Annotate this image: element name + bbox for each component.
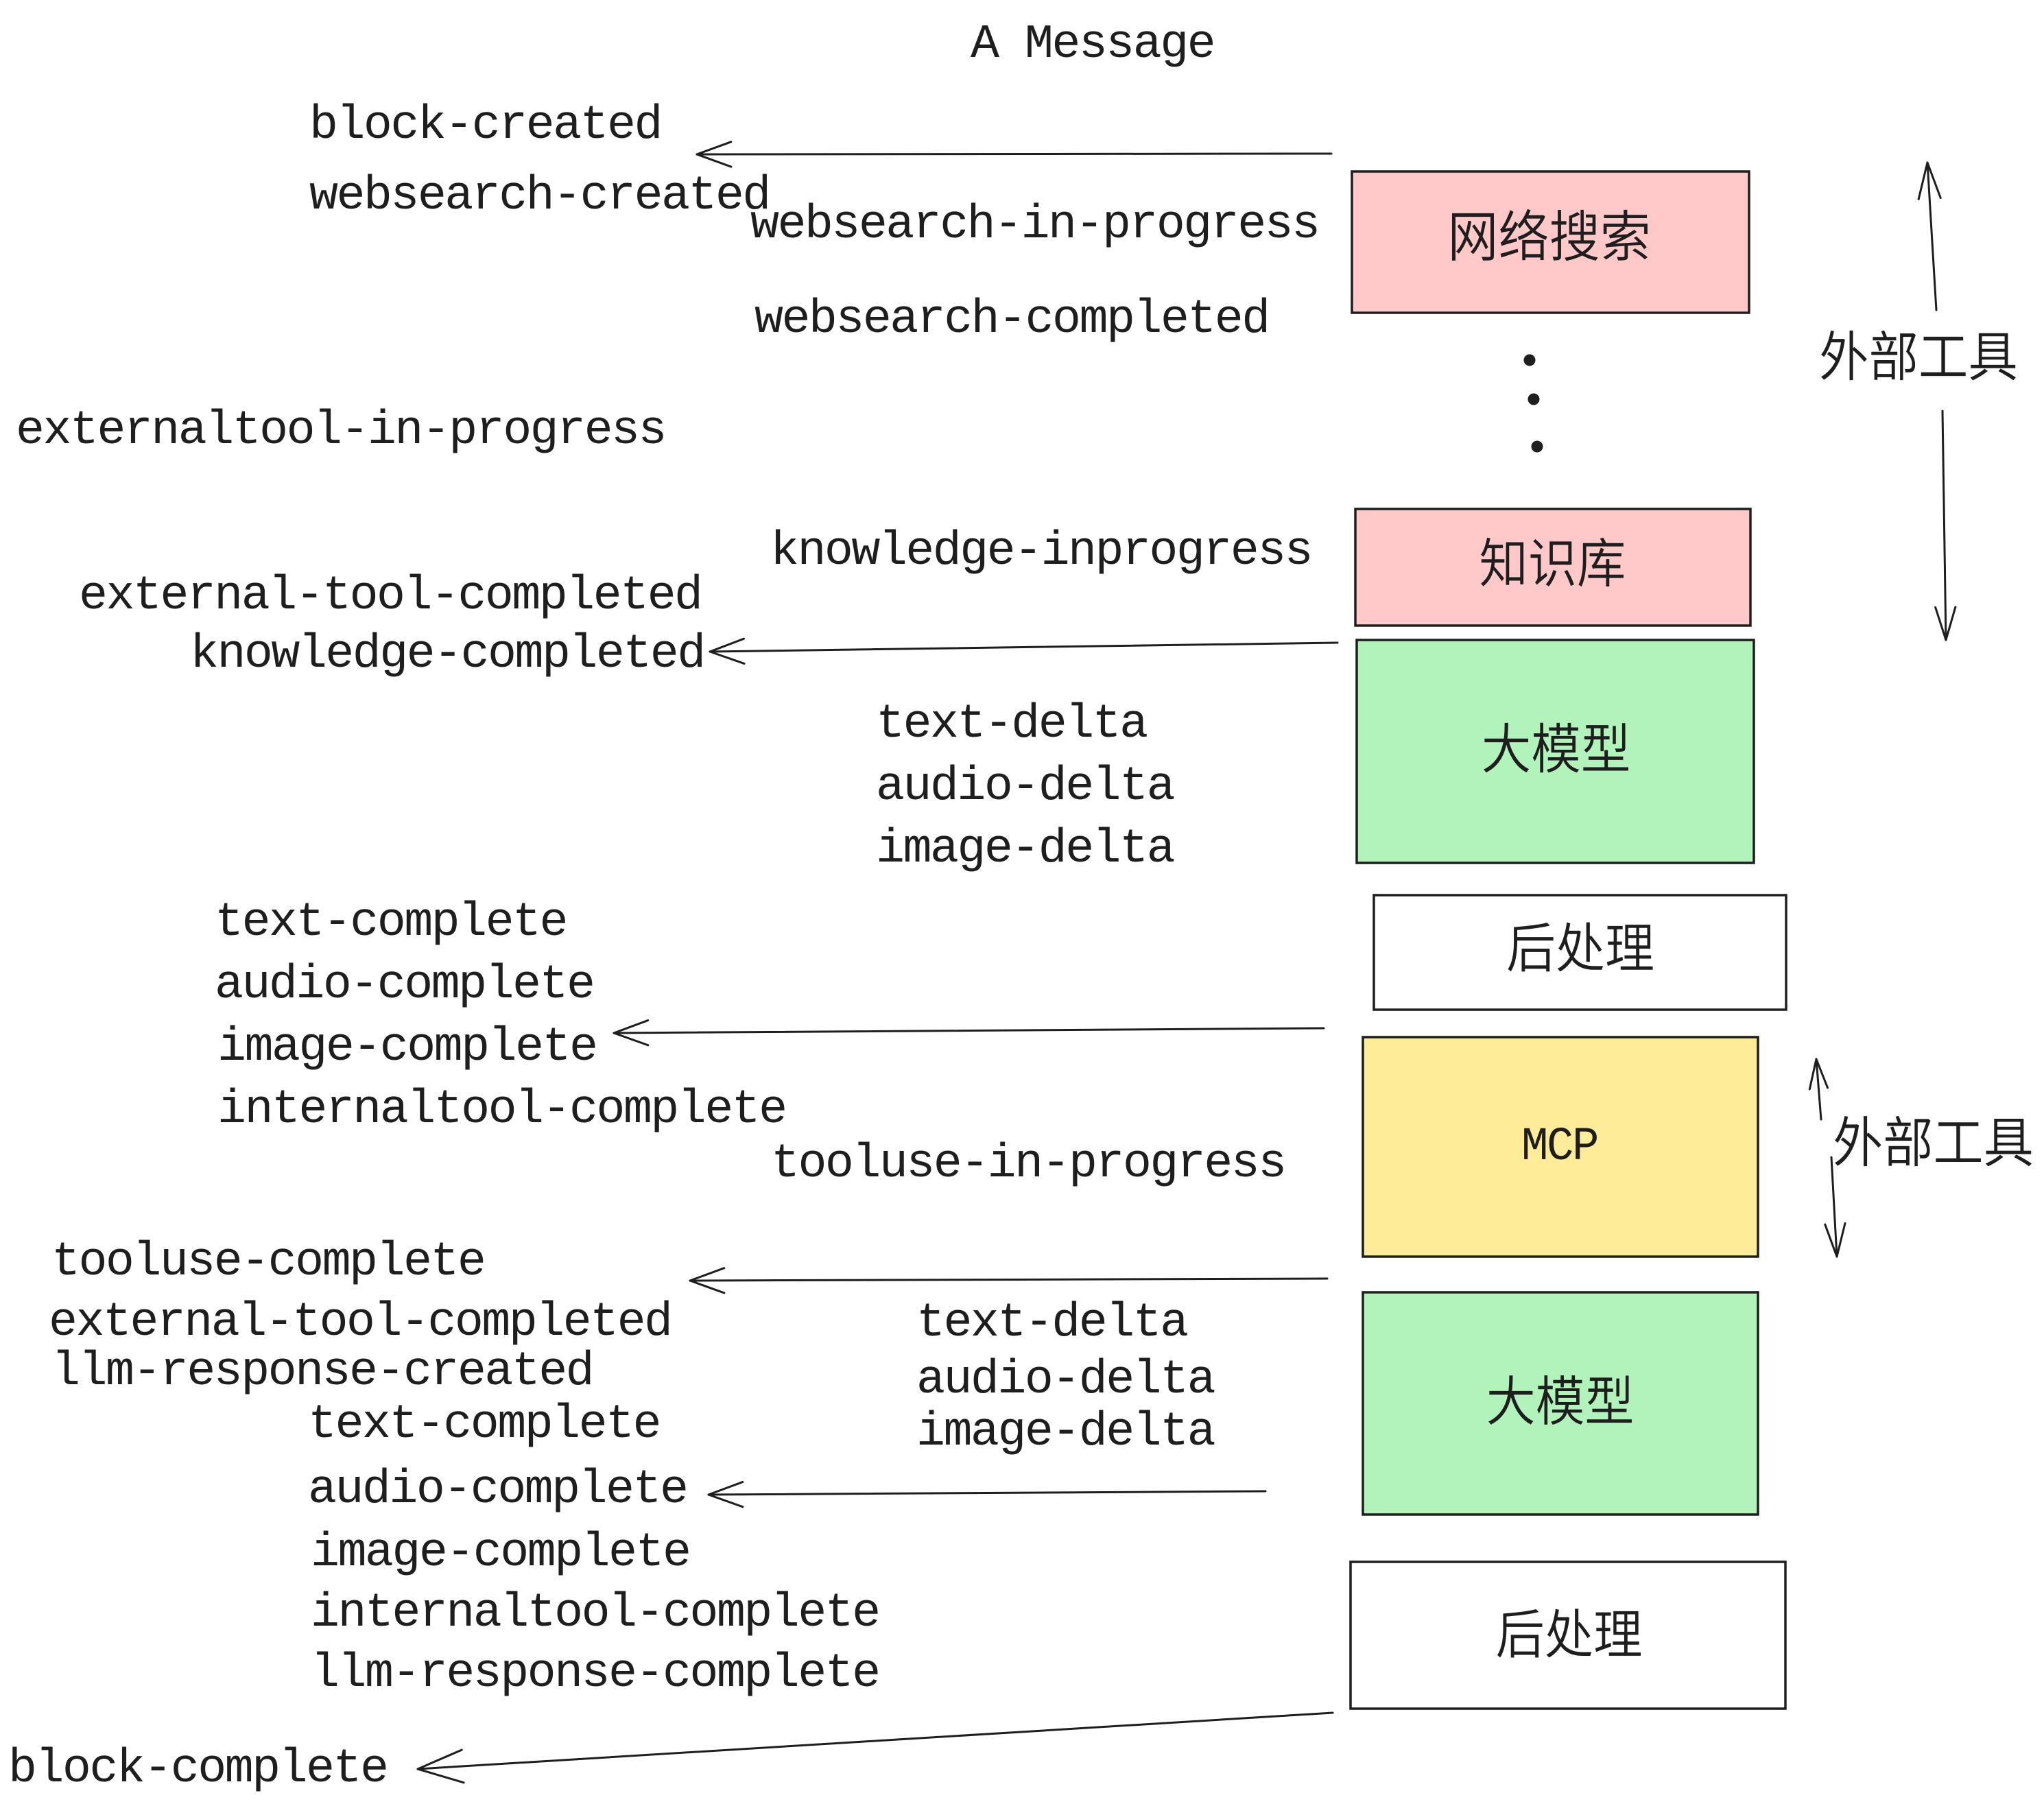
svg-text:audio-delta: audio-delta [916, 1353, 1215, 1408]
svg-text:llm-response-complete: llm-response-complete [311, 1647, 879, 1701]
svg-text:text-delta: text-delta [876, 698, 1147, 752]
svg-text:text-complete: text-complete [215, 896, 567, 950]
svg-text:image-complete: image-complete [217, 1021, 596, 1075]
svg-text:tooluse-in-progress: tooluse-in-progress [771, 1137, 1285, 1191]
svg-text:externaltool-in-progress: externaltool-in-progress [16, 404, 665, 458]
svg-text:A Message: A Message [971, 18, 1214, 72]
svg-text:text-complete: text-complete [308, 1398, 660, 1452]
svg-text:audio-delta: audio-delta [876, 760, 1174, 814]
svg-text:audio-complete: audio-complete [215, 958, 593, 1012]
svg-text:MCP: MCP [1521, 1120, 1597, 1174]
svg-text:knowledge-inprogress: knowledge-inprogress [770, 525, 1311, 579]
svg-text:llm-response-created: llm-response-created [51, 1345, 593, 1399]
svg-text:internaltool-complete: internaltool-complete [311, 1587, 879, 1641]
svg-text:knowledge-completed: knowledge-completed [190, 628, 704, 682]
svg-text:text-delta: text-delta [916, 1296, 1187, 1351]
svg-text:external-tool-completed: external-tool-completed [79, 569, 702, 624]
svg-text:internaltool-complete: internaltool-complete [217, 1083, 786, 1137]
svg-text:image-delta: image-delta [916, 1405, 1215, 1460]
svg-text:image-complete: image-complete [311, 1526, 689, 1580]
svg-text:block-created: block-created [309, 99, 661, 153]
svg-text:image-delta: image-delta [876, 822, 1174, 877]
svg-text:tooluse-complete: tooluse-complete [51, 1235, 484, 1290]
svg-text:external-tool-completed: external-tool-completed [49, 1296, 672, 1350]
svg-text:block-complete: block-complete [8, 1742, 387, 1796]
svg-text:websearch-created: websearch-created [309, 169, 770, 224]
svg-text:websearch-in-progress: websearch-in-progress [750, 198, 1319, 252]
svg-text:audio-complete: audio-complete [308, 1463, 687, 1517]
svg-text:websearch-completed: websearch-completed [754, 293, 1269, 347]
